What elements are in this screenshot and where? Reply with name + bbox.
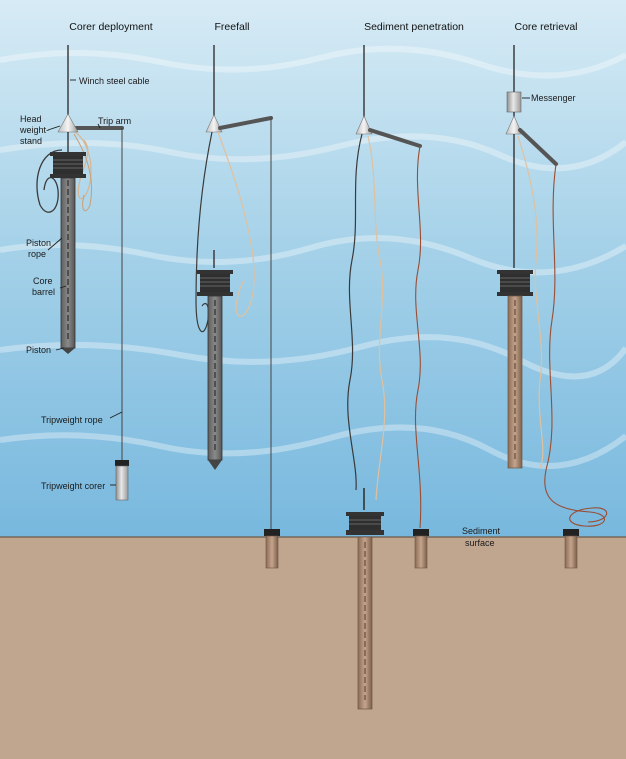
stage-title-freefall: Freefall: [214, 21, 249, 33]
messenger: [506, 91, 522, 113]
leader-lines: [47, 79, 123, 486]
tripweight-corer: [115, 465, 129, 501]
label-head-weight-1: Head: [20, 114, 42, 124]
label-sediment-surface-2: surface: [465, 538, 495, 548]
label-tripweight-rope: Tripweight rope: [41, 415, 103, 425]
stage-title-deployment: Corer deployment: [69, 21, 153, 33]
weight-stand-body: [349, 516, 381, 530]
piston-rope: [217, 131, 255, 317]
label-sediment-surface-1: Sediment: [462, 526, 501, 536]
weight-stand-body: [500, 274, 530, 292]
weight-stand-bottom: [346, 530, 384, 535]
weight-stand-top: [50, 152, 86, 156]
label-core-barrel-1: Core: [33, 276, 53, 286]
tripweight-corer-cap: [563, 529, 579, 536]
weight-stand-body: [200, 274, 230, 292]
tripweight-corer-cap: [115, 460, 129, 466]
label-piston: Piston: [26, 345, 51, 355]
stage-retrieval: [497, 45, 608, 569]
stage-penetration: [346, 45, 429, 710]
label-winch-cable: Winch steel cable: [79, 76, 150, 86]
stage-freefall: [195, 45, 280, 569]
piston: [61, 348, 75, 354]
tripweight-corer: [564, 535, 578, 569]
label-trip-arm: Trip arm: [98, 116, 131, 126]
piston-rope: [367, 135, 386, 501]
tripweight-corer-cap: [413, 529, 429, 536]
tripweight-rope: [544, 163, 608, 527]
trip-arm: [218, 116, 273, 130]
trip-arm: [518, 128, 558, 166]
sediment-layer: [0, 537, 626, 759]
weight-stand-bottom: [497, 292, 533, 296]
head-cone: [355, 115, 373, 135]
core-cutter: [208, 460, 222, 470]
weight-stand-rings: [500, 277, 530, 287]
weight-stand-rings: [53, 159, 83, 169]
stage-deployment: [36, 45, 129, 501]
stage-title-retrieval: Core retrieval: [514, 21, 577, 33]
label-core-barrel-2: barrel: [32, 287, 55, 297]
head-cone: [205, 114, 223, 133]
weight-stand-top: [346, 512, 384, 516]
weight-stand-rings: [349, 519, 381, 525]
label-head-weight-3: stand: [20, 136, 42, 146]
label-piston-rope-2: rope: [28, 249, 46, 259]
tripweight-corer: [414, 535, 428, 569]
piston-rope-strand: [73, 133, 93, 212]
stage-title-penetration: Sediment penetration: [364, 21, 464, 33]
piston-rope-bundle: [71, 129, 92, 200]
label-piston-rope-1: Piston: [26, 238, 51, 248]
weight-stand-body: [53, 156, 83, 174]
winch-cable-slack: [347, 133, 363, 491]
tripweight-corer: [265, 535, 279, 569]
label-head-weight-2: weight-: [19, 125, 49, 135]
weight-stand-bottom: [197, 292, 233, 296]
weight-stand-top: [197, 270, 233, 274]
trip-arm: [368, 128, 422, 148]
tripweight-rope: [414, 145, 422, 529]
piston-rope: [517, 135, 544, 469]
weight-stand-rings: [200, 277, 230, 287]
label-messenger: Messenger: [531, 93, 576, 103]
weight-stand-bottom: [50, 174, 86, 178]
weight-stand-top: [497, 270, 533, 274]
label-tripweight-corer: Tripweight corer: [41, 481, 105, 491]
tripweight-corer-cap: [264, 529, 280, 536]
